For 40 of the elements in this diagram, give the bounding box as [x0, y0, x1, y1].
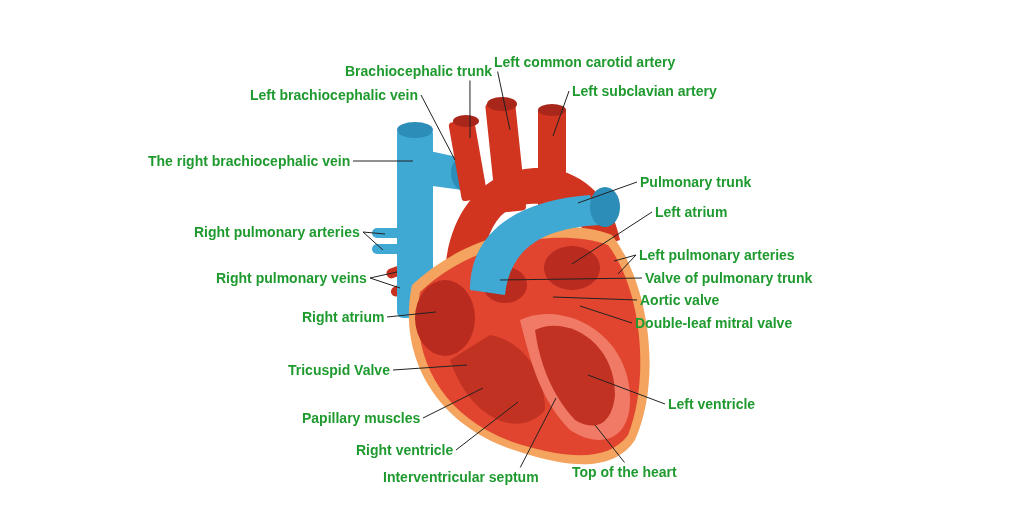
part-label: Pulmonary trunk: [640, 173, 752, 191]
leader-line: [617, 254, 637, 275]
part-label: Left subclavian artery: [572, 82, 717, 100]
part-label: Right ventricle: [356, 441, 454, 459]
leader-line: [577, 181, 638, 204]
part-label: Valve of pulmonary trunk: [645, 269, 813, 287]
leader-line: [352, 160, 414, 162]
part-label: Left atrium: [655, 203, 728, 221]
part-label: Aortic valve: [640, 291, 720, 309]
leader-line: [613, 254, 637, 262]
leader-line: [587, 374, 666, 405]
leader-line: [519, 397, 557, 468]
leader-line: [499, 277, 643, 281]
part-label: Right pulmonary veins: [216, 269, 367, 287]
leader-line: [362, 231, 386, 235]
leader-line: [422, 387, 484, 419]
part-label: The right brachiocephalic vein: [148, 152, 351, 170]
part-label: Left common carotid artery: [494, 53, 676, 71]
part-label: Brachiocephalic trunk: [345, 62, 493, 80]
part-label: Top of the heart: [572, 463, 677, 481]
leader-line: [392, 364, 468, 371]
part-label: Interventricular septum: [383, 468, 539, 486]
leader-line: [362, 231, 384, 251]
part-label: Papillary muscles: [302, 409, 421, 427]
leader-line: [369, 271, 398, 279]
part-label: Tricuspid Valve: [288, 361, 390, 379]
part-label: Left pulmonary arteries: [639, 246, 795, 264]
leader-line: [552, 90, 570, 137]
leader-line: [552, 296, 638, 301]
leader-line: [579, 305, 633, 324]
part-label: Left brachiocephalic vein: [250, 86, 419, 104]
leader-line: [455, 401, 519, 451]
leader-line: [571, 211, 653, 265]
part-label: Right atrium: [302, 308, 385, 326]
part-label: Right pulmonary arteries: [194, 223, 360, 241]
part-label: Left ventricle: [668, 395, 756, 413]
leader-line: [497, 71, 511, 131]
leader-line: [469, 80, 471, 139]
leader-line: [369, 277, 401, 289]
leader-line: [420, 94, 456, 161]
